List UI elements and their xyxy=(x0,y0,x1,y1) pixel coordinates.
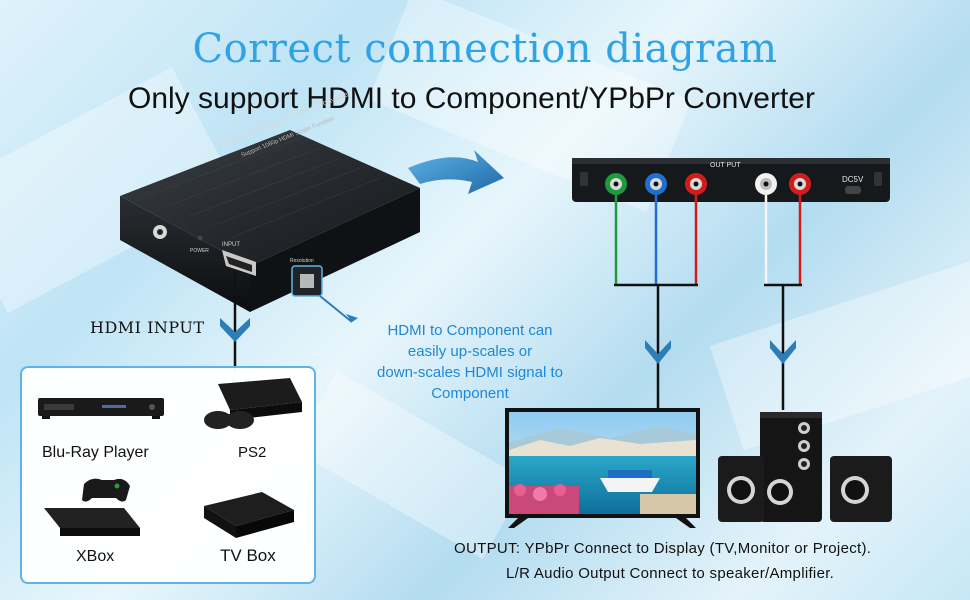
converter-input-label: INPUT xyxy=(222,242,240,248)
scaler-note-line: easily up-scales or xyxy=(407,343,533,360)
source-label-tvbox: TV Box xyxy=(220,546,276,565)
input-arrow-icon xyxy=(220,318,250,342)
bluray-player-icon xyxy=(38,398,164,419)
output-description-line2: L/R Audio Output Connect to speaker/Ampl… xyxy=(506,565,835,582)
tv-box-icon xyxy=(204,492,294,538)
ps2-console-icon xyxy=(204,378,302,429)
source-devices-panel: Blu-Ray Player PS2 XBox TV Box xyxy=(20,366,316,584)
video-arrow-icon xyxy=(645,340,671,364)
source-label-xbox: XBox xyxy=(76,548,115,565)
jack-audio-r xyxy=(789,173,811,195)
jack-pr xyxy=(685,173,707,195)
output-panel-header: OUT PUT xyxy=(710,162,741,169)
source-label-ps2: PS2 xyxy=(238,444,267,461)
converter-front-left xyxy=(120,196,250,312)
scaler-note-line: HDMI to Component can xyxy=(387,322,553,339)
output-description-line1: OUTPUT: YPbPr Connect to Display (TV,Mon… xyxy=(454,540,872,557)
xbox-console-icon xyxy=(44,478,140,536)
converter-power-label: POWER xyxy=(190,248,209,254)
scaler-note-line: Component xyxy=(431,385,509,402)
page-title: Correct connection diagram xyxy=(192,26,778,72)
hdmi-input-label: HDMI INPUT xyxy=(90,318,205,337)
jack-audio-l xyxy=(755,173,777,195)
source-devices-art xyxy=(38,378,302,538)
jack-pb xyxy=(645,173,667,195)
page-subtitle: Only support HDMI to Component/YPbPr Con… xyxy=(128,82,815,115)
audio-arrow-icon xyxy=(770,340,796,364)
scaler-note-line: down-scales HDMI signal to xyxy=(377,364,563,381)
converter-switch-label: Resolution xyxy=(290,258,314,264)
scaler-note: HDMI to Component can easily up-scales o… xyxy=(340,320,600,404)
converter-top xyxy=(120,130,420,266)
power-led xyxy=(197,235,203,241)
dc-power-port xyxy=(845,186,861,194)
converter-device xyxy=(120,130,420,312)
flow-arrow-icon xyxy=(408,150,504,194)
source-label-bluray: Blu-Ray Player xyxy=(42,444,149,461)
speaker-system xyxy=(718,412,892,522)
jack-y xyxy=(605,173,627,195)
output-panel-power-label: DC5V xyxy=(842,175,864,184)
tv-display xyxy=(505,408,700,528)
note-pointer xyxy=(319,295,353,323)
output-panel xyxy=(572,158,890,202)
